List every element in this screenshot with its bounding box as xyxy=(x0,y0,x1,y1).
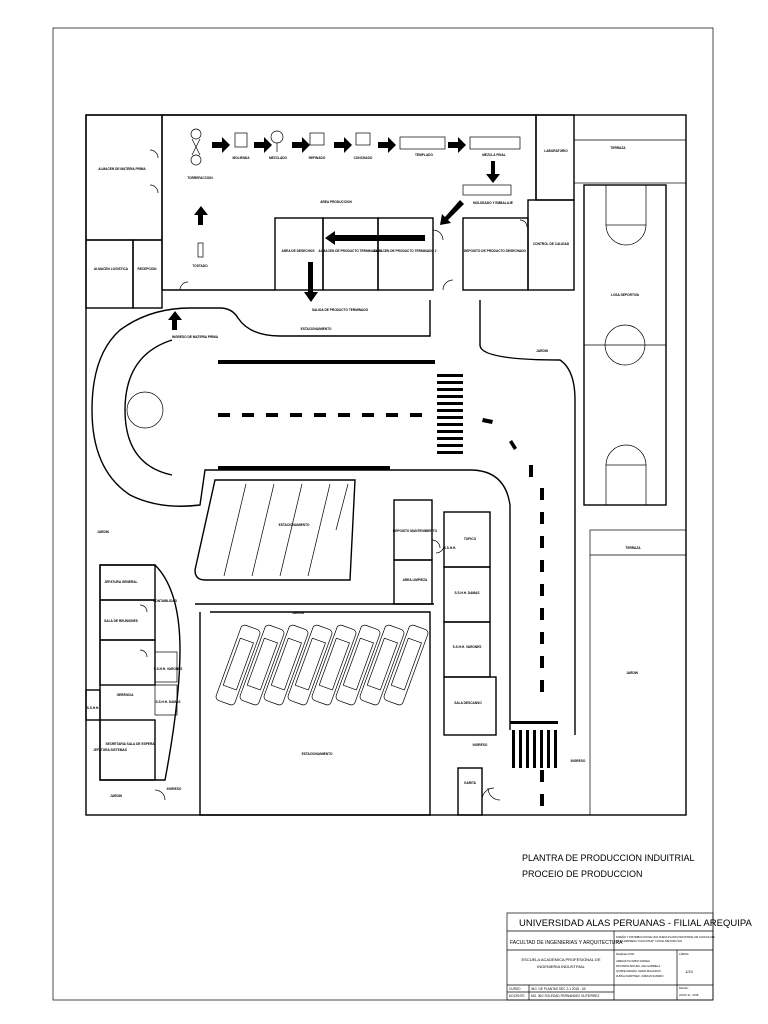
tb-author-4: ZUÑIGA MARTINEZ, JORDAN SANDRO xyxy=(616,973,664,978)
label-torrefaccion: TORREFACCION xyxy=(187,176,213,180)
roads xyxy=(91,300,576,806)
label-garita: GARITA xyxy=(464,781,477,785)
tb-author-2: PACOMPIA MOLINA, ANA GABRIELA xyxy=(616,964,660,968)
label-topico: TOPICO xyxy=(464,537,477,541)
label-estacionamiento-mid: ESTACIONAMIENTO xyxy=(279,523,310,527)
label-estacionamiento-low: ESTACIONAMIENTO xyxy=(302,752,333,756)
label-estacionamiento-top: ESTACIONAMIENTO xyxy=(301,327,332,331)
label-area-limpieza: AREA LIMPIEZA xyxy=(403,578,428,582)
sheet-border xyxy=(52,27,714,1001)
label-tostado: TOSTADO xyxy=(192,264,208,268)
label-laboratorio: LABORATORIO xyxy=(544,149,568,153)
label-jardin-left: JARDIN xyxy=(97,530,110,534)
label-terraza-lower: TERRAZA xyxy=(625,546,641,550)
label-gerencia: GERENCIA xyxy=(117,693,135,697)
label-almacen-pt2: ALMACEN DE PRODUCTO TERMINADO 2 xyxy=(373,249,436,253)
tb-course-label: CURSO xyxy=(509,987,521,991)
label-ss-hh-office: S.S.H.H. xyxy=(87,706,100,710)
tb-date: JUNIO 11 - 2018 xyxy=(679,993,699,997)
label-control-calidad: CONTROL DE CALIDAD xyxy=(533,242,570,246)
label-jefatura-general: JEFATURA GENERAL xyxy=(105,580,138,584)
label-secretaria: SECRETARIA SALA DE ESPERA xyxy=(105,742,155,746)
tb-teacher: MG. ING SOLEDAD FERNANDEZ GUTIERREZ xyxy=(531,994,599,998)
tb-sheet-title: LÁMINA xyxy=(679,952,689,956)
label-ingreso-right: INGRESO xyxy=(473,743,488,747)
title-block: UNIVERSIDAD ALAS PERUANAS - FILIAL AREQU… xyxy=(506,912,752,1001)
offices xyxy=(85,564,181,801)
process-flow-arrows xyxy=(168,137,500,330)
label-deposito-desechos: DEPOSITO DE PRODUCTO DESECHADO xyxy=(464,249,527,253)
tb-authors-title: Realizado POR: xyxy=(616,952,635,956)
lower-right-garden xyxy=(589,529,687,816)
label-almacen-logistica: ALMACEN LOGISTICA xyxy=(94,267,129,271)
tb-course: ING. DE PLANTAS SEC 2-1 2018 - 1B xyxy=(531,987,586,991)
label-losa-deportiva: LOSA DEPORTIVA xyxy=(611,293,640,297)
label-mezclado: MEZCLADO xyxy=(269,156,288,160)
tb-university: UNIVERSIDAD ALAS PERUANAS - FILIAL AREQU… xyxy=(519,918,752,929)
label-recepcion: RECEPCION xyxy=(138,267,158,271)
tb-date-label: FECHA: xyxy=(679,986,689,990)
label-refinado: REFINADO xyxy=(309,156,326,160)
tb-teacher-label: DOCENTE xyxy=(509,994,525,998)
label-ingreso-mp: INGRESO DE MATERIA PRIMA xyxy=(172,335,219,339)
label-jardin-right: JARDIN xyxy=(626,671,639,675)
tb-project-line1: DISEÑO Y DISTRIBUCION DE UNA NUEVA PLANT… xyxy=(616,934,715,939)
tb-school-line2: INGENIERIA INDUSTRIAL xyxy=(537,964,586,969)
label-area-produccion: AREA PRODUCCION xyxy=(320,200,352,204)
label-ingreso-far: INGRESO xyxy=(571,759,586,763)
tb-project-line2: DE LA EMPRESA "CHOCOSUR" CON EL METODO S… xyxy=(616,939,683,943)
label-area-desechos: AREA DE DESECHOS xyxy=(281,249,314,253)
label-ss-hh-varones: S.S.H.H. VARONES xyxy=(453,645,482,649)
tb-school-line1: ESCUELA ACADEMICA PROFESIONAL DE xyxy=(522,957,601,962)
label-deposito-mant: DEPOSITO MANTENIMIENTO xyxy=(393,529,438,533)
tb-author-1: ARENAS PLOMINO DIANELI xyxy=(616,959,650,963)
tb-faculty: FACULTAD DE INGENIERIAS Y ARQUITECTURA xyxy=(510,940,623,946)
plan-labels: ALMACEN DE MATERIA PRIMA ALMACEN LOGISTI… xyxy=(87,146,642,798)
label-almacen-materia-prima: ALMACEN DE MATERIA PRIMA xyxy=(98,167,146,171)
parked-cars xyxy=(215,624,429,706)
label-terraza: TERRAZA xyxy=(610,146,626,150)
label-sala-reuniones: SALA DE REUNIONES xyxy=(104,619,138,623)
sports-court xyxy=(583,184,667,506)
parking-lot-lower xyxy=(199,611,431,816)
parking-diagonal xyxy=(194,479,356,581)
tb-sheet-number: 1/10 xyxy=(685,969,694,974)
label-templado: TEMPLADO xyxy=(415,153,433,157)
label-jardin-office: JARDIN xyxy=(110,794,123,798)
label-almacen-pt1: ALMACEN DE PRODUCTO TERMINADO 1 xyxy=(318,249,381,253)
caption-line2: PROCEIO DE PRODUCCION xyxy=(522,869,643,879)
tb-author-3: QUIZPE MAMANI, MARIA MILAGROS xyxy=(616,969,661,973)
label-moldeado: MOLDEADO Y EMBALAJE xyxy=(473,201,513,205)
label-mezcla-final: MEZCLA FINAL xyxy=(482,153,505,157)
label-ss-hh-damas: S.S.H.H. DAMAS xyxy=(455,591,480,595)
production-building xyxy=(85,114,687,330)
caption-line1: PLANTRA DE PRODUCCION INDUITRIAL xyxy=(522,853,695,863)
label-ss-hh: S.S.H.H. xyxy=(444,546,457,550)
label-contabilidad: CONTABILIDAD xyxy=(153,599,178,603)
label-jardin-top: JARDIN xyxy=(536,349,549,353)
process-equipment xyxy=(190,128,521,196)
label-ingreso-office: INGRESO xyxy=(167,787,182,791)
label-jardin-mid: JARDIN xyxy=(292,611,305,615)
label-sala-descanso: SALA DESCANSO xyxy=(454,701,482,705)
label-molienda: MOLIENDA xyxy=(233,156,251,160)
label-jefatura-sistemas: JEFATURA SISTEMAS xyxy=(93,748,127,752)
services-block xyxy=(393,499,501,816)
label-salida-pt: SALIDA DE PRODUCTO TERMINADO xyxy=(312,308,369,312)
label-conchado: CONCHADO xyxy=(354,156,373,160)
label-ss-hh-varones-office: S.S.H.H. VARONES xyxy=(154,667,183,671)
label-ss-hh-damas-office: S.S.H.H. DAMAS xyxy=(156,700,181,704)
